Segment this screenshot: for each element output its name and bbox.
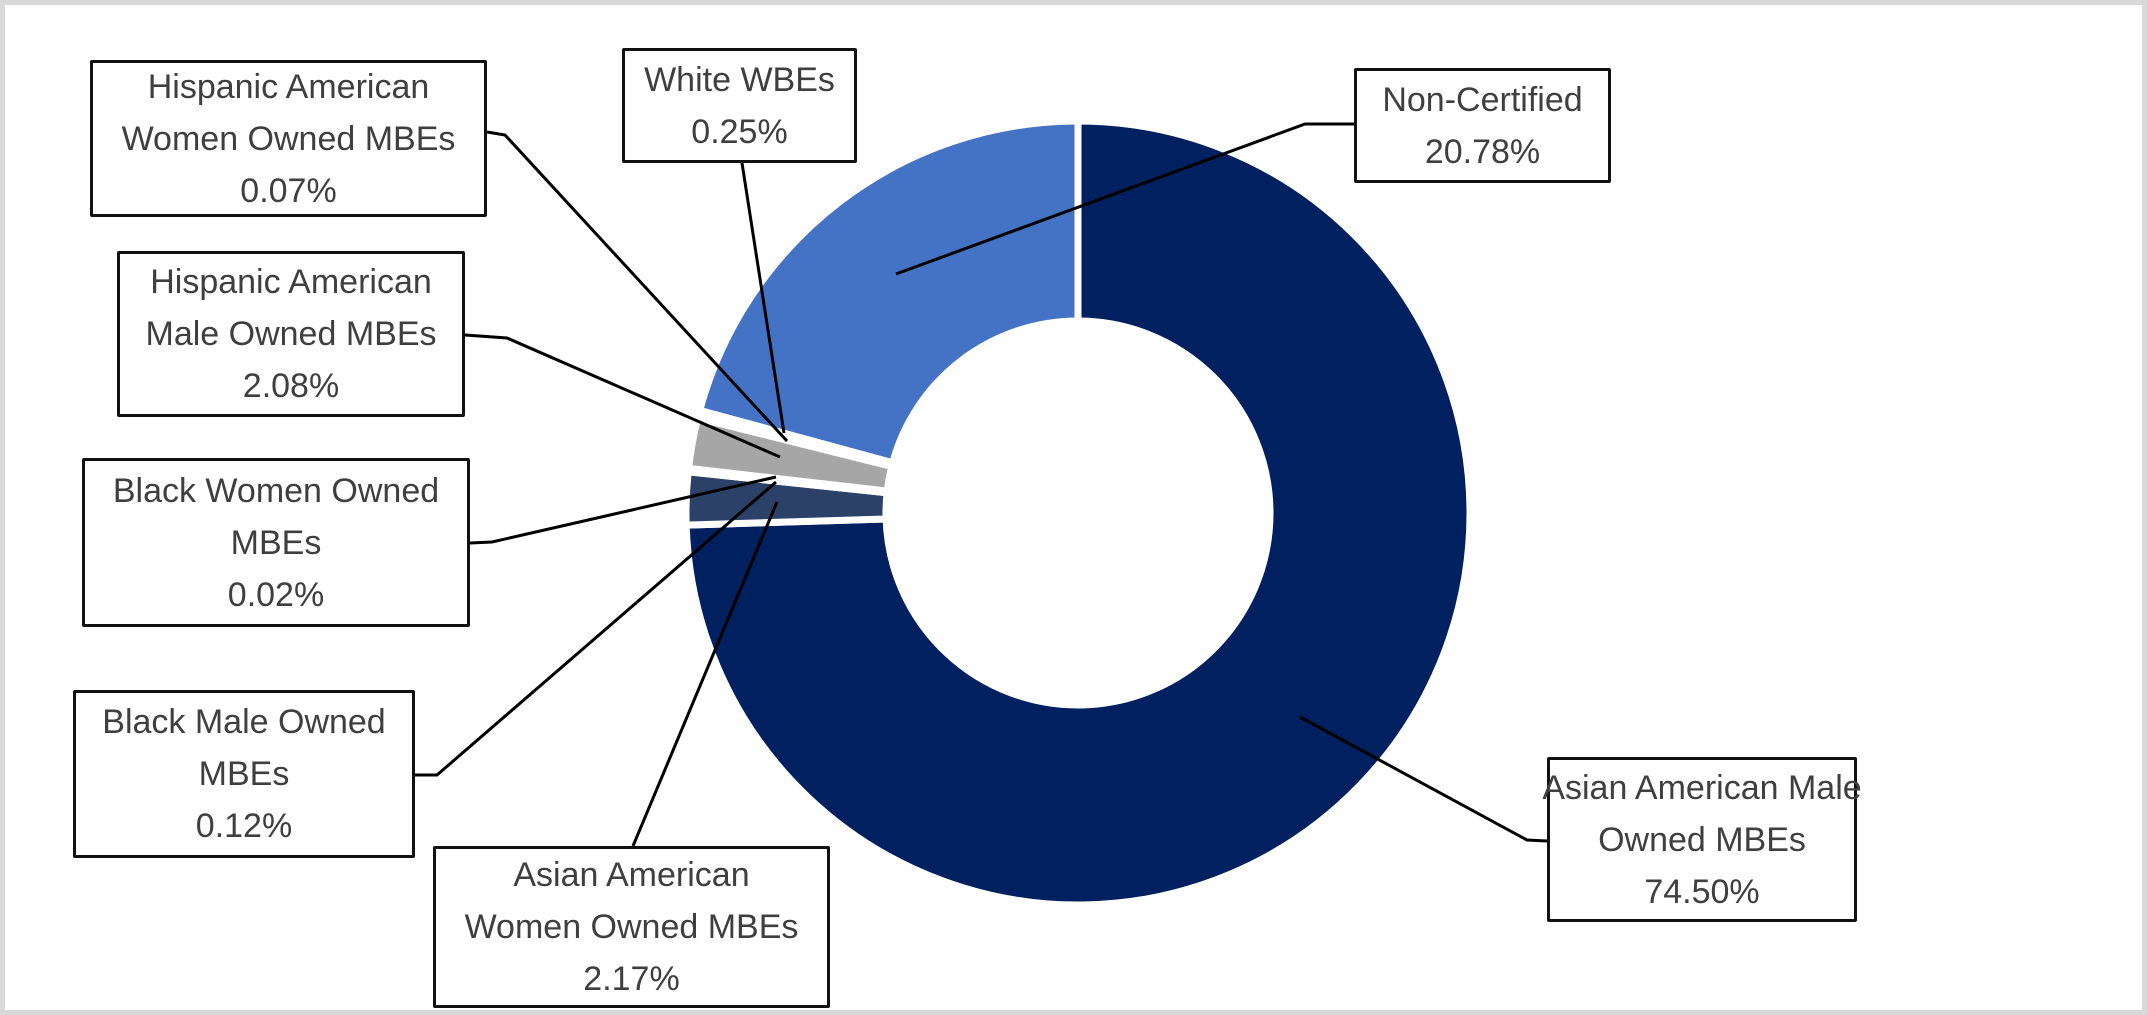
callout-label-line: MBEs (230, 523, 322, 562)
callout-label-line: Owned MBEs (1598, 820, 1806, 859)
callout-label-line: Black Male Owned (102, 703, 386, 741)
callout-label-line: Asian American (513, 856, 750, 894)
callout-label-line: Hispanic American (147, 67, 430, 106)
slice-asian-american-male-owned-mbes (682, 117, 1474, 909)
callout-label-line: White WBEs (644, 60, 835, 99)
callout-value: 2.08% (242, 367, 340, 405)
callout-value: 0.02% (227, 575, 325, 614)
leader-line-black-male-owned-mbes (415, 480, 777, 777)
callout-non-certified: Non-Certified 20.78% (1354, 68, 1611, 183)
callout-label-line: Asian American Male (1542, 768, 1862, 807)
callout-label-line: Male Owned MBEs (145, 315, 437, 353)
callout-value: 2.17% (583, 960, 680, 998)
leader-line-asian-american-male-owned-mbes (1299, 715, 1548, 843)
callout-value: 74.50% (1644, 872, 1760, 911)
leader-line-non-certified (895, 122, 1354, 276)
leader-line-black-women-owned-mbes (469, 475, 777, 545)
callout-label-line: Women Owned MBEs (121, 119, 456, 158)
callout-white-wbes: White WBEs 0.25% (622, 48, 857, 163)
callout-label-line: Women Owned MBEs (464, 908, 799, 946)
callout-value: 0.12% (195, 807, 293, 845)
callout-label-line: Black Women Owned (112, 471, 440, 510)
leader-line-hispanic-american-women-owned-mbes (486, 130, 789, 443)
callout-label-line: Non-Certified (1382, 80, 1583, 119)
slice-non-certified (695, 117, 1082, 468)
donut-chart (415, 117, 1548, 909)
callout-value: 0.25% (691, 112, 788, 151)
callout-label-line: MBEs (198, 755, 290, 793)
leader-line-white-wbes (740, 162, 786, 434)
leader-line-asian-american-women-owned-mbes (631, 501, 779, 847)
callout-value: 20.78% (1424, 132, 1541, 171)
callout-label-line: Hispanic American (150, 263, 432, 301)
callout-value: 0.07% (240, 171, 337, 210)
leader-line-hispanic-american-male-owned-mbes (464, 333, 781, 459)
